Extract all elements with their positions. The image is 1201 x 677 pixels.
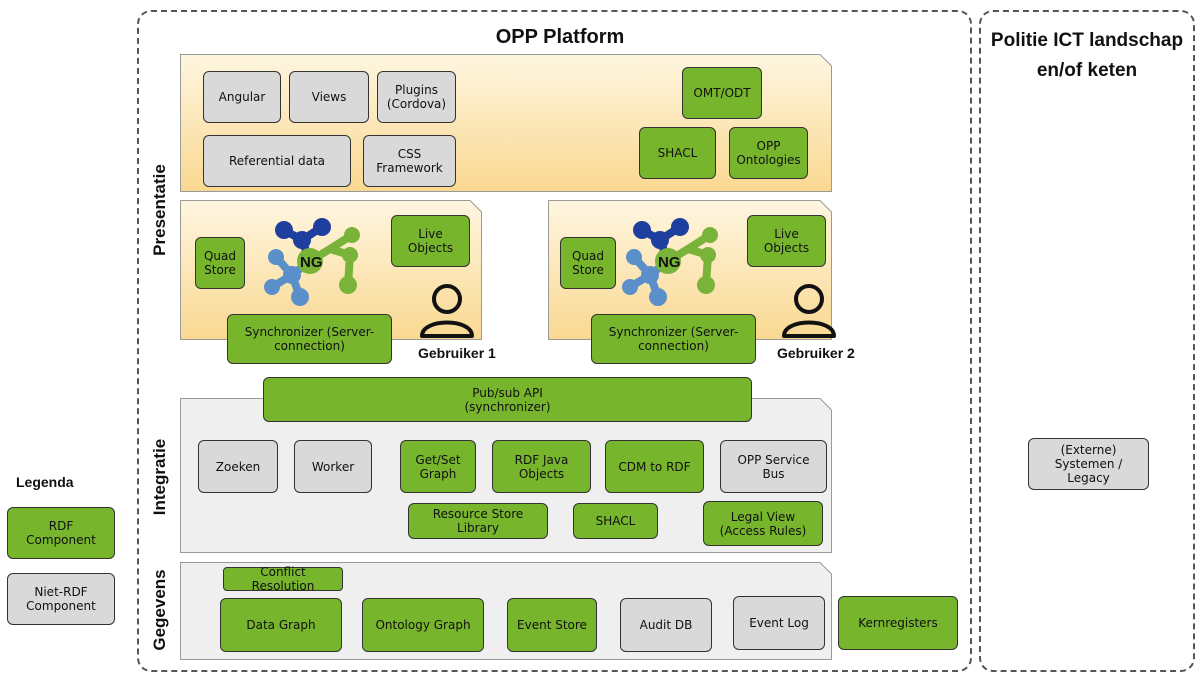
platform-container: [137, 10, 972, 672]
views-box: Views: [289, 71, 369, 123]
zoeken-box: Zoeken: [198, 440, 278, 493]
external-title: Politie ICT landschap en/of keten: [990, 30, 1184, 81]
legend-non-rdf-box: Niet-RDF Component: [7, 573, 115, 625]
live-objects-box-1: Live Objects: [391, 215, 470, 267]
user-icon: [420, 284, 474, 338]
referential-data-box: Referential data: [203, 135, 351, 187]
user-label-2: Gebruiker 2: [777, 345, 855, 361]
external-container: [979, 10, 1195, 672]
rdf-java-objects-box: RDF Java Objects: [492, 440, 591, 493]
kernregisters-box: Kernregisters: [838, 596, 958, 650]
plugins-box: Plugins (Cordova): [377, 71, 456, 123]
quad-store-box-1: Quad Store: [195, 237, 245, 289]
external-systems-box: (Externe) Systemen / Legacy: [1028, 438, 1149, 490]
layer-label-presentation: Presentatie: [150, 164, 169, 256]
ontology-graph-box: Ontology Graph: [362, 598, 484, 652]
synchronizer-box-2: Synchronizer (Server- connection): [591, 314, 756, 364]
layer-label-integration: Integratie: [150, 438, 169, 516]
audit-db-box: Audit DB: [620, 598, 712, 652]
pubsub-api-box: Pub/sub API (synchronizer): [263, 377, 752, 422]
quad-store-box-2: Quad Store: [560, 237, 616, 289]
network-ng-icon: [622, 218, 718, 306]
platform-title: OPP Platform: [495, 26, 625, 48]
event-store-box: Event Store: [507, 598, 597, 652]
live-objects-box-2: Live Objects: [747, 215, 826, 267]
conflict-resolution-box: Conflict Resolution: [223, 565, 343, 593]
css-framework-box: CSS Framework: [363, 135, 456, 187]
resource-store-library-box: Resource Store Library: [408, 503, 548, 539]
shacl-top-box: SHACL: [639, 127, 716, 179]
omt-odt-box: OMT/ODT: [682, 67, 762, 119]
opp-ontologies-box: OPP Ontologies: [729, 127, 808, 179]
legend-rdf-box: RDF Component: [7, 507, 115, 559]
legend-title: Legenda: [16, 474, 74, 490]
event-log-box: Event Log: [733, 596, 825, 650]
worker-box: Worker: [294, 440, 372, 493]
ng-label-1: NG: [300, 254, 323, 271]
user-icon: [782, 284, 836, 338]
ng-label-2: NG: [658, 254, 681, 271]
get-set-graph-box: Get/Set Graph: [400, 440, 476, 493]
data-graph-box: Data Graph: [220, 598, 342, 652]
synchronizer-box-1: Synchronizer (Server- connection): [227, 314, 392, 364]
legal-view-box: Legal View (Access Rules): [703, 501, 823, 546]
angular-box: Angular: [203, 71, 281, 123]
opp-service-bus-box: OPP Service Bus: [720, 440, 827, 493]
network-ng-icon: [264, 218, 360, 306]
layer-label-data: Gegevens: [150, 569, 169, 651]
user-label-1: Gebruiker 1: [418, 345, 496, 361]
cdm-to-rdf-box: CDM to RDF: [605, 440, 704, 493]
shacl-integration-box: SHACL: [573, 503, 658, 539]
